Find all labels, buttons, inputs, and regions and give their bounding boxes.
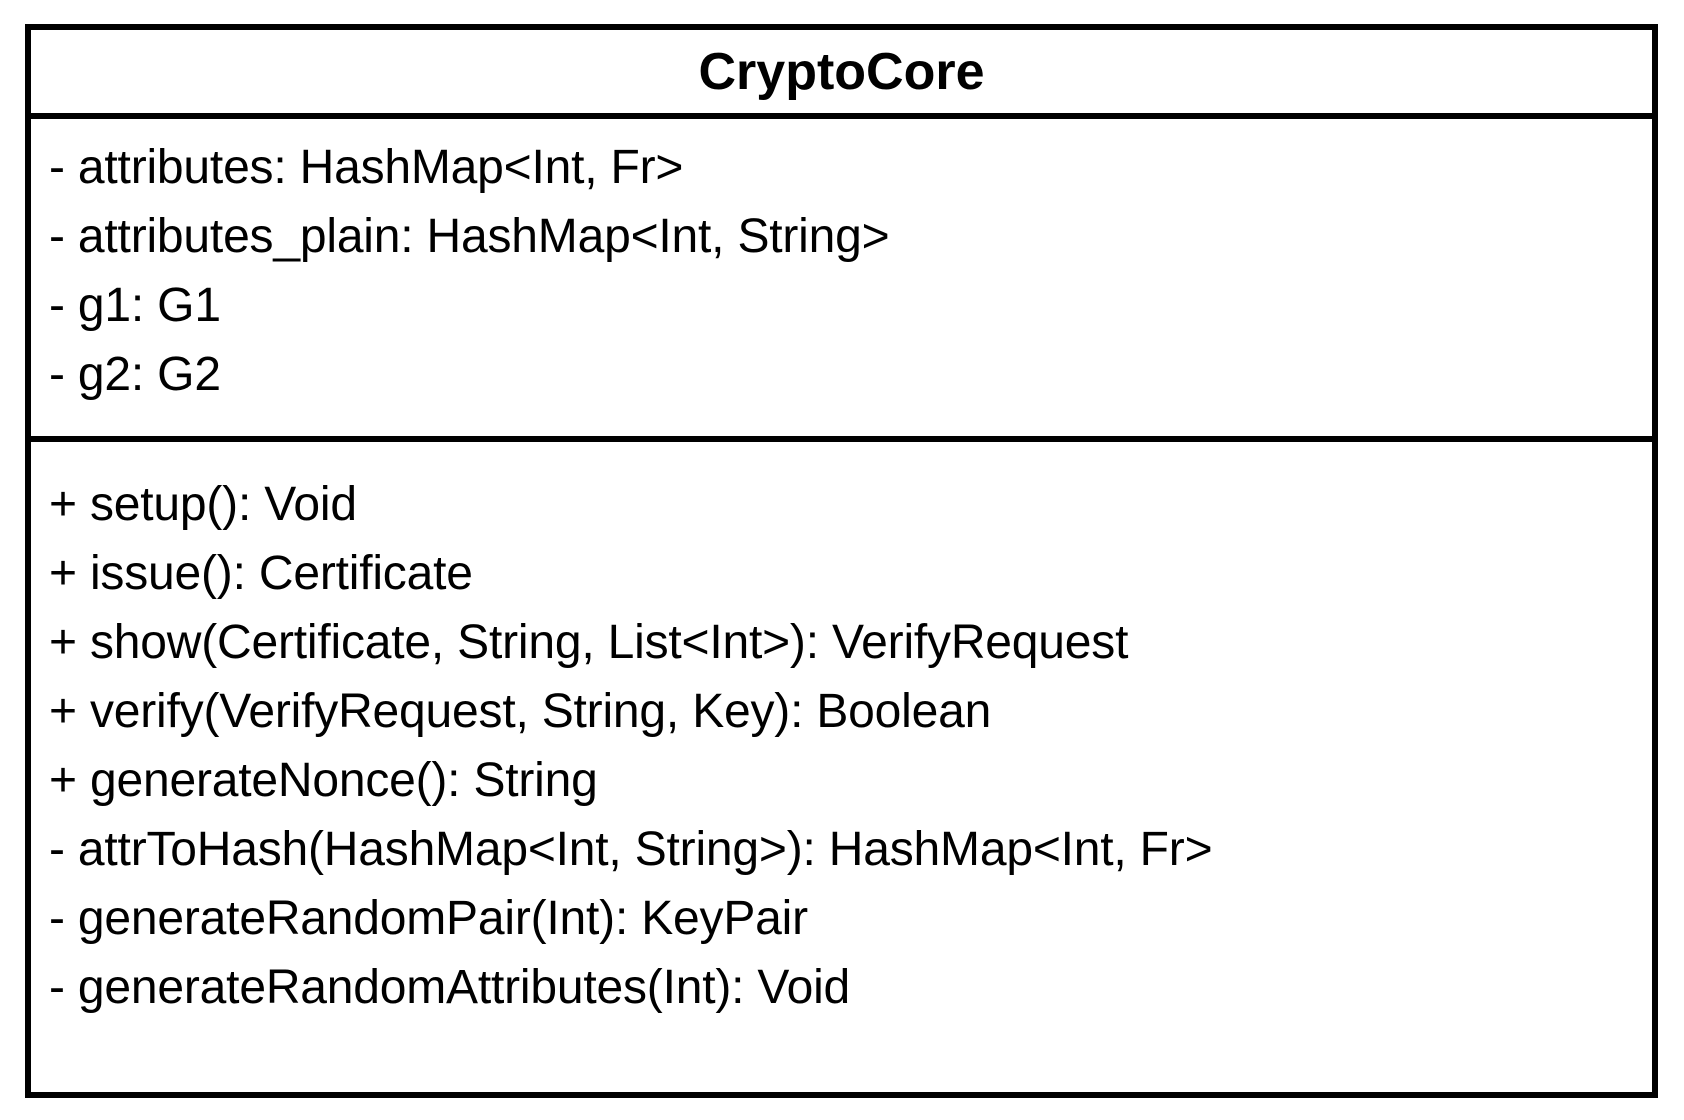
- operation-row: + verify(VerifyRequest, String, Key): Bo…: [49, 685, 992, 738]
- attribute-row: - attributes: HashMap<Int, Fr>: [49, 141, 684, 194]
- operation-row: + issue(): Certificate: [49, 547, 473, 600]
- operation-row: + generateNonce(): String: [49, 754, 598, 807]
- attribute-row: - g1: G1: [49, 279, 221, 332]
- class-name-compartment: CryptoCore: [31, 30, 1652, 119]
- attribute-row: - g2: G2: [49, 348, 221, 401]
- class-name: CryptoCore: [698, 42, 985, 101]
- attribute-row: - attributes_plain: HashMap<Int, String>: [49, 210, 890, 263]
- uml-class-box-cryptocore: CryptoCore - attributes: HashMap<Int, Fr…: [25, 24, 1658, 1098]
- attributes-compartment: - attributes: HashMap<Int, Fr> - attribu…: [31, 119, 1652, 442]
- operation-row: + setup(): Void: [49, 478, 357, 531]
- operation-row: - generateRandomPair(Int): KeyPair: [49, 892, 808, 945]
- operation-row: - generateRandomAttributes(Int): Void: [49, 961, 851, 1014]
- operation-row: + show(Certificate, String, List<Int>): …: [49, 616, 1129, 669]
- operations-compartment: + setup(): Void + issue(): Certificate +…: [31, 442, 1652, 1092]
- operation-row: - attrToHash(HashMap<Int, String>): Hash…: [49, 823, 1213, 876]
